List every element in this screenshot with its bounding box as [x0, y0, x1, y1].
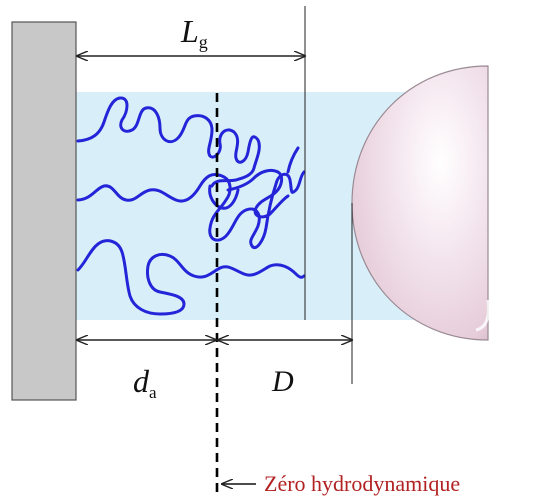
lg-label: Lg [180, 13, 208, 52]
d-label: D [271, 365, 294, 398]
da-label: da [133, 363, 157, 402]
da-subscript: a [149, 383, 157, 402]
solid-wall [12, 22, 76, 400]
hydrodynamic-zero-caption: Zéro hydrodynamique [264, 471, 460, 496]
lg-subscript: g [199, 32, 208, 52]
